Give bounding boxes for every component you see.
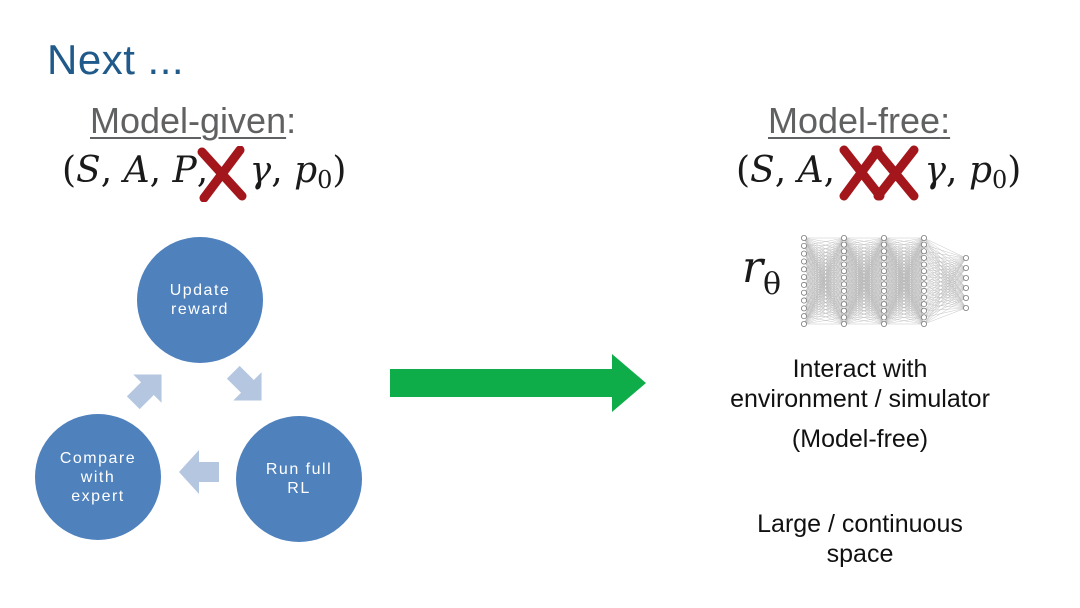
large-space-text: Large / continuous space <box>757 510 963 568</box>
model-given-label: Model-given <box>90 100 287 141</box>
cross-out-icon-double <box>838 144 920 207</box>
model-free-note: (Model-free) <box>791 425 929 453</box>
interact-text: Interact with environment / simulator <box>730 355 990 413</box>
compare-with-expert-node: Compare with expert <box>35 414 161 540</box>
cycle-arrow-compare-to-update <box>126 374 162 410</box>
cycle-arrow-run-to-compare <box>179 450 219 494</box>
cross-out-icon <box>196 145 248 207</box>
model-free-label: Model-free <box>768 100 941 141</box>
model-given-heading: Model-given: <box>90 100 296 142</box>
run-full-rl-node: Run full RL <box>236 416 362 542</box>
big-green-arrow <box>390 354 646 412</box>
neural-network-illustration <box>801 235 969 328</box>
r-theta-symbol: rθ <box>742 242 782 302</box>
model-free-tuple: (S, A, γ, p0) <box>736 150 1022 194</box>
model-given-colon: : <box>286 100 297 141</box>
model-free-colon: : <box>940 100 951 141</box>
update-reward-node: Update reward <box>137 237 263 363</box>
model-free-heading: Model-free: <box>768 100 950 142</box>
model-given-tuple: (S, A, P, γ, p0) <box>62 150 347 194</box>
cycle-arrow-update-to-run <box>226 365 262 401</box>
slide-title: Next ... <box>47 36 185 83</box>
